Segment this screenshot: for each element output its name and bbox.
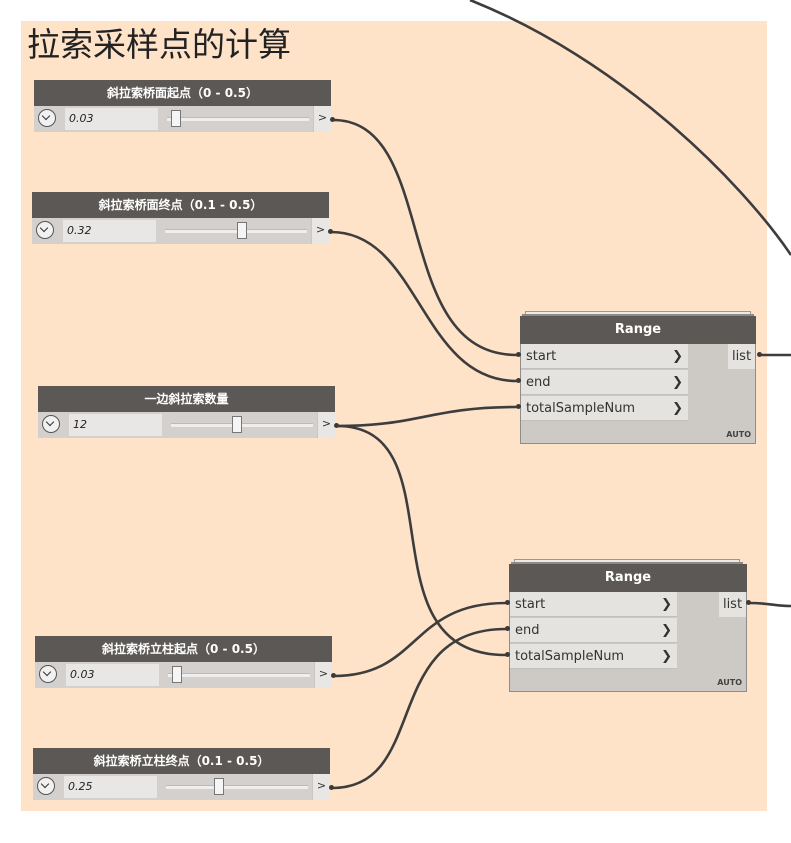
input-port-start[interactable]: start ❯ (510, 592, 677, 617)
slider-body: 0.03 > (34, 106, 331, 132)
wire-endpoint (331, 673, 336, 678)
node-stack-edge (525, 311, 751, 316)
wire-endpoint (516, 404, 521, 409)
port-label: end (515, 623, 540, 638)
slider-track[interactable] (165, 229, 307, 233)
node-title[interactable]: Range (509, 564, 747, 592)
wire-endpoint (328, 229, 333, 234)
input-port-end[interactable]: end ❯ (521, 370, 688, 395)
slider-thumb[interactable] (172, 666, 182, 683)
slider-node-cable-count[interactable]: 一边斜拉索数量 12 > (38, 386, 335, 438)
wire-slider1-to-range1-start (332, 118, 518, 357)
wire-endpoint (329, 785, 334, 790)
slider-node-pylon-end[interactable]: 斜拉索桥立柱终点（0.1 - 0.5） 0.25 > (33, 748, 330, 800)
slider-thumb[interactable] (237, 222, 247, 239)
wire-endpoint (330, 117, 335, 122)
chevron-down-icon[interactable] (39, 665, 57, 683)
slider-body: 0.32 > (32, 218, 329, 244)
slider-thumb[interactable] (171, 110, 181, 127)
node-body: start ❯ end ❯ totalSampleNum ❯ list AUTO (509, 592, 747, 692)
chevron-right-icon: ❯ (672, 349, 683, 364)
wire-range2-list-out (748, 601, 791, 608)
lacing-badge[interactable]: AUTO (726, 430, 751, 439)
slider-thumb[interactable] (232, 416, 242, 433)
wire-endpoint (516, 378, 521, 383)
port-label: totalSampleNum (526, 401, 636, 416)
node-stack-edge (514, 559, 740, 564)
range-node-deck[interactable]: Range start ❯ end ❯ totalSampleNum ❯ lis… (520, 311, 756, 444)
wire-slider2-to-range1-end (330, 230, 518, 383)
chevron-down-icon[interactable] (38, 109, 56, 127)
chevron-down-icon[interactable] (36, 221, 54, 239)
slider-value[interactable]: 0.03 (65, 108, 158, 130)
node-stack-edge (511, 562, 743, 564)
node-body: start ❯ end ❯ totalSampleNum ❯ list AUTO (520, 344, 756, 444)
node-title[interactable]: Range (520, 316, 756, 344)
wire-endpoint (746, 600, 751, 605)
input-port-total-sample-num[interactable]: totalSampleNum ❯ (521, 396, 688, 421)
slider-body: 12 > (38, 412, 335, 438)
chevron-right-icon: ❯ (661, 623, 672, 638)
chevron-right-icon: ❯ (672, 375, 683, 390)
port-label: start (526, 349, 557, 364)
slider-node-pylon-start[interactable]: 斜拉索桥立柱起点（0 - 0.5） 0.03 > (35, 636, 332, 688)
input-port-end[interactable]: end ❯ (510, 618, 677, 643)
slider-title[interactable]: 一边斜拉索数量 (38, 386, 335, 412)
output-port-list[interactable]: list (728, 344, 755, 369)
slider-title[interactable]: 斜拉索桥立柱终点（0.1 - 0.5） (33, 748, 330, 774)
output-port[interactable]: > (314, 662, 332, 688)
slider-track[interactable] (168, 673, 310, 677)
output-port[interactable]: > (313, 106, 331, 132)
chevron-down-icon[interactable] (42, 415, 60, 433)
wire-endpoint (505, 600, 510, 605)
output-port[interactable]: > (311, 218, 329, 244)
wire-endpoint (505, 626, 510, 631)
slider-thumb[interactable] (214, 778, 224, 795)
slider-title[interactable]: 斜拉索桥立柱起点（0 - 0.5） (35, 636, 332, 662)
chevron-right-icon: ❯ (661, 649, 672, 664)
input-port-total-sample-num[interactable]: totalSampleNum ❯ (510, 644, 677, 669)
slider-track[interactable] (166, 785, 308, 789)
wire-slider5-to-range2-end (331, 627, 507, 790)
chevron-down-icon[interactable] (37, 777, 55, 795)
output-port[interactable]: > (312, 774, 330, 800)
lacing-badge[interactable]: AUTO (717, 678, 742, 687)
slider-node-deck-end[interactable]: 斜拉索桥面终点（0.1 - 0.5） 0.32 > (32, 192, 329, 244)
chevron-right-icon: ❯ (661, 597, 672, 612)
slider-body: 0.03 > (35, 662, 332, 688)
slider-title[interactable]: 斜拉索桥面终点（0.1 - 0.5） (32, 192, 329, 218)
port-label: end (526, 375, 551, 390)
wire-slider3-to-range1-total (336, 405, 518, 428)
wire-endpoint (516, 352, 521, 357)
output-port[interactable]: > (317, 412, 335, 438)
chevron-right-icon: ❯ (672, 401, 683, 416)
wire-slider3-to-range2-total (336, 424, 507, 657)
slider-title[interactable]: 斜拉索桥面起点（0 - 0.5） (34, 80, 331, 106)
slider-track[interactable] (167, 117, 309, 121)
wire-external-arc (469, 0, 791, 256)
group-title[interactable]: 拉索采样点的计算 (27, 25, 291, 64)
range-node-pylon[interactable]: Range start ❯ end ❯ totalSampleNum ❯ lis… (509, 559, 747, 692)
slider-track[interactable] (171, 423, 313, 427)
slider-value[interactable]: 12 (69, 414, 162, 436)
slider-value[interactable]: 0.32 (63, 220, 156, 242)
slider-value[interactable]: 0.03 (66, 664, 159, 686)
wire-slider4-to-range2-start (333, 601, 507, 678)
output-port-list[interactable]: list (719, 592, 746, 617)
port-label: totalSampleNum (515, 649, 625, 664)
wire-endpoint (334, 423, 339, 428)
slider-body: 0.25 > (33, 774, 330, 800)
input-port-start[interactable]: start ❯ (521, 344, 688, 369)
node-stack-edge (522, 314, 754, 316)
wire-endpoint (505, 652, 510, 657)
slider-value[interactable]: 0.25 (64, 776, 157, 798)
wire-endpoint (757, 352, 762, 357)
port-label: start (515, 597, 546, 612)
slider-node-deck-start[interactable]: 斜拉索桥面起点（0 - 0.5） 0.03 > (34, 80, 331, 132)
